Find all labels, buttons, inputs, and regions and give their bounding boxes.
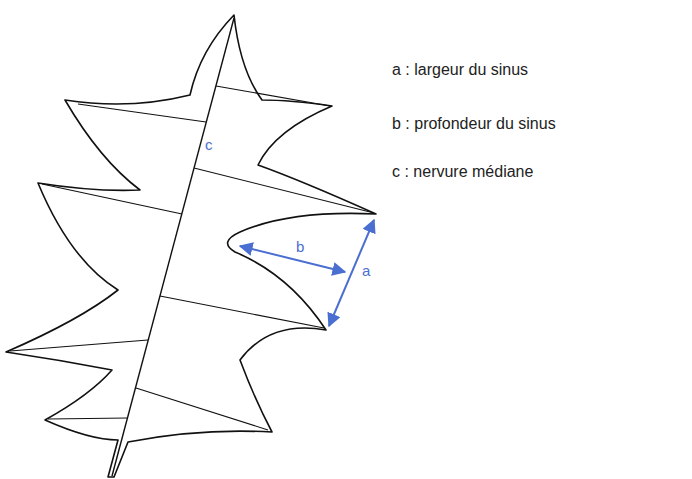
sinus-depth-arrow	[240, 246, 345, 272]
key-text: b : profondeur du sinus	[392, 114, 556, 133]
part-letter: c	[205, 136, 213, 154]
lateral-vein	[10, 86, 374, 430]
part-letter: a	[362, 262, 370, 280]
midrib-line	[112, 18, 234, 476]
sinus-width-arrow	[329, 220, 374, 326]
key-text: a : largeur du sinus	[392, 60, 528, 79]
key-text: c : nervure médiane	[392, 162, 533, 181]
part-letter: b	[296, 238, 304, 256]
leaf-outline	[6, 15, 376, 477]
